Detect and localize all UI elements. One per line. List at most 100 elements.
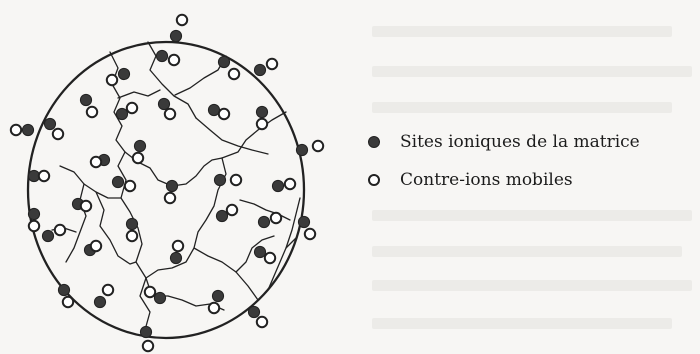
legend: Sites ioniques de la matrice Contre-ions… xyxy=(368,123,640,199)
fixed-ionic-site xyxy=(248,306,259,317)
mobile-counterion xyxy=(231,175,241,185)
fixed-ionic-site xyxy=(258,216,269,227)
mobile-counterion xyxy=(173,241,183,251)
matrix-chain xyxy=(66,184,86,262)
mobile-counterion xyxy=(177,15,187,25)
fixed-ionic-site xyxy=(256,106,267,117)
mobile-counterion xyxy=(29,221,39,231)
mobile-counterion xyxy=(271,213,281,223)
ion-pair xyxy=(126,218,137,241)
ion-pair xyxy=(248,306,267,327)
fixed-ionic-site xyxy=(112,176,123,187)
mobile-counterion xyxy=(107,75,117,85)
ion-pair xyxy=(258,213,281,228)
mobile-counterion xyxy=(143,341,153,351)
legend-label-mobile-counterions: Contre-ions mobiles xyxy=(400,170,573,190)
fixed-ionic-site xyxy=(170,252,181,263)
fixed-ionic-site xyxy=(158,98,169,109)
ion-pair xyxy=(44,118,63,139)
fixed-ionic-site xyxy=(296,144,307,155)
fixed-ionic-site xyxy=(28,208,39,219)
mobile-counterion xyxy=(63,297,73,307)
fixed-ionic-site xyxy=(118,68,129,79)
mobile-counterion xyxy=(11,125,21,135)
ion-pair xyxy=(298,216,315,239)
ion-pair xyxy=(170,15,187,42)
ion-pair xyxy=(158,98,175,119)
mobile-counterion xyxy=(257,119,267,129)
ion-pair xyxy=(80,94,97,117)
ion-pair xyxy=(256,106,267,129)
matrix-chain xyxy=(60,166,121,198)
fixed-ionic-site xyxy=(94,296,105,307)
mobile-counterion xyxy=(257,317,267,327)
legend-item-fixed-sites: Sites ioniques de la matrice xyxy=(368,123,640,161)
mobile-counterion xyxy=(39,171,49,181)
fixed-ionic-site xyxy=(272,180,283,191)
ion-pair xyxy=(156,50,179,65)
fixed-ionic-site xyxy=(214,174,225,185)
mobile-counterion xyxy=(103,285,113,295)
fixed-ionic-site xyxy=(166,180,177,191)
mobile-counterion xyxy=(219,109,229,119)
ion-pair xyxy=(140,326,153,351)
fixed-ionic-site xyxy=(218,56,229,67)
fixed-ionic-site xyxy=(134,140,145,151)
mobile-counterion xyxy=(165,109,175,119)
ion-pair xyxy=(296,141,323,156)
ion-pair xyxy=(209,290,224,313)
mobile-counterion xyxy=(285,179,295,189)
fixed-ionic-site xyxy=(254,246,265,257)
ion-pair xyxy=(216,205,237,222)
ion-pair xyxy=(208,104,229,119)
filled-dot-icon xyxy=(368,136,380,148)
fixed-ionic-site xyxy=(44,118,55,129)
mobile-counterion xyxy=(125,181,135,191)
ion-pair xyxy=(107,68,130,85)
mobile-counterion xyxy=(267,59,277,69)
ion-pair xyxy=(42,225,65,242)
ion-pairs xyxy=(11,15,323,351)
mobile-counterion xyxy=(127,231,137,241)
mobile-counterion xyxy=(165,193,175,203)
matrix-chain xyxy=(146,158,226,278)
ion-pair xyxy=(91,154,110,167)
fixed-ionic-site xyxy=(140,326,151,337)
fixed-ionic-site xyxy=(58,284,69,295)
fixed-ionic-site xyxy=(22,124,33,135)
mobile-counterion xyxy=(81,201,91,211)
mobile-counterion xyxy=(91,241,101,251)
ion-pair xyxy=(254,59,277,76)
mobile-counterion xyxy=(305,229,315,239)
fixed-ionic-site xyxy=(254,64,265,75)
fixed-ionic-site xyxy=(212,290,223,301)
ion-pair xyxy=(84,241,101,256)
mobile-counterion xyxy=(53,129,63,139)
ion-pair xyxy=(72,198,91,211)
mobile-counterion xyxy=(127,103,137,113)
hollow-dot-icon xyxy=(368,174,380,186)
resin-bead xyxy=(28,42,304,338)
mobile-counterion xyxy=(209,303,219,313)
ion-pair xyxy=(165,180,178,203)
fixed-ionic-site xyxy=(170,30,181,41)
ion-pair xyxy=(11,124,34,135)
ion-pair xyxy=(170,241,183,264)
legend-label-fixed-sites: Sites ioniques de la matrice xyxy=(400,132,640,152)
matrix-chain xyxy=(118,90,160,98)
ion-pair xyxy=(94,285,113,308)
mobile-counterion xyxy=(169,55,179,65)
ion-pair xyxy=(116,103,137,120)
ion-pair xyxy=(214,174,241,185)
ion-pair xyxy=(133,140,146,163)
fixed-ionic-site xyxy=(154,292,165,303)
matrix-chain xyxy=(148,42,196,118)
fixed-ionic-site xyxy=(80,94,91,105)
mobile-counterion xyxy=(55,225,65,235)
mobile-counterion xyxy=(229,69,239,79)
legend-item-mobile-counterions: Contre-ions mobiles xyxy=(368,161,640,199)
mobile-counterion xyxy=(313,141,323,151)
mobile-counterion xyxy=(145,287,155,297)
ion-pair xyxy=(145,287,166,304)
